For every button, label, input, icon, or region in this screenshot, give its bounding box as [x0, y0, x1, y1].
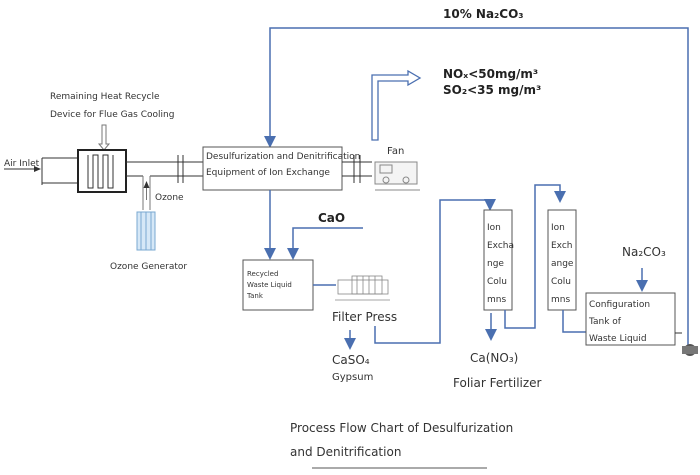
- press-to-column1-line: [374, 199, 496, 344]
- tank-label-1: Recycled: [247, 270, 278, 278]
- nox-limit: NOₓ<50mg/m³: [443, 67, 538, 81]
- recycled-waste-liquid-tank: [242, 259, 314, 311]
- foliar-fertilizer-label: Foliar Fertilizer: [453, 376, 542, 390]
- heat-recycle-label-1: Remaining Heat Recycle: [50, 92, 160, 102]
- air-inlet-label: Air Inlet: [4, 159, 40, 169]
- configuration-tank: [585, 292, 676, 346]
- heat-exchanger: [77, 149, 127, 193]
- filter-press-icon: [335, 275, 390, 301]
- gypsum-label: Gypsum: [332, 372, 373, 383]
- ozone-generator-label: Ozone Generator: [110, 262, 187, 272]
- config-tank-label-1: Configuration: [589, 300, 650, 310]
- duct-to-fan: [342, 155, 372, 183]
- exhaust-arrow: [371, 69, 422, 141]
- svg-text:mns: mns: [551, 295, 570, 305]
- caso4-label: CaSO₄: [332, 353, 370, 367]
- na2co3-recycle-line: [264, 27, 689, 355]
- filter-press-label: Filter Press: [332, 310, 397, 324]
- ozone-label: Ozone: [155, 193, 184, 203]
- ozone-generator-icon: [136, 211, 156, 251]
- heat-recycle-label-2: Device for Flue Gas Cooling: [50, 110, 174, 120]
- cano3-label: Ca(NO₃): [470, 351, 518, 365]
- ion-exchange-column-1: [483, 209, 513, 311]
- duct-to-equipment: [126, 155, 203, 183]
- cao-feed-line: [287, 227, 363, 260]
- equipment-label-2: Equipment of Ion Exchange: [206, 168, 330, 178]
- svg-text:mns: mns: [487, 295, 506, 305]
- column-1-label: Ion Excha nge Colu mns: [487, 223, 514, 305]
- column-2-label: Ion Exch ange Colu mns: [551, 223, 574, 305]
- svg-text:nge: nge: [487, 259, 504, 269]
- heat-input-arrow: [97, 124, 111, 151]
- svg-text:Ion: Ion: [551, 223, 565, 233]
- fan-icon: [374, 161, 420, 191]
- fan-label: Fan: [387, 146, 404, 157]
- config-tank-label-3: Waste Liquid: [589, 334, 647, 344]
- svg-text:Exch: Exch: [551, 241, 573, 251]
- pump-icon: [682, 344, 698, 356]
- inlet-duct: [41, 157, 78, 185]
- svg-text:Colu: Colu: [551, 277, 571, 287]
- ion-exchange-column-2: [547, 209, 577, 311]
- svg-text:Ion: Ion: [487, 223, 501, 233]
- caption-line-1: Process Flow Chart of Desulfurization: [290, 421, 513, 435]
- caption-line-2: and Denitrification: [290, 445, 401, 459]
- top-reagent-label: 10% Na₂CO₃: [443, 7, 524, 21]
- svg-text:Colu: Colu: [487, 277, 507, 287]
- so2-limit: SO₂<35 mg/m³: [443, 83, 541, 97]
- na2co3-label: Na₂CO₃: [622, 245, 666, 259]
- tank-label-3: Tank: [246, 292, 264, 300]
- config-tank-label-2: Tank of: [588, 317, 622, 327]
- ozone-feed-arrow: [143, 176, 150, 210]
- tank-label-2: Waste Liquid: [247, 281, 292, 289]
- column1-to-column2-line: [504, 184, 566, 329]
- svg-text:Excha: Excha: [487, 241, 514, 251]
- desulfurization-equipment: [202, 146, 343, 191]
- svg-text:ange: ange: [551, 259, 574, 269]
- equipment-label-1: Desulfurization and Denitrification: [206, 152, 360, 162]
- cao-label: CaO: [318, 211, 345, 225]
- heat-exchanger-coil: [87, 154, 114, 189]
